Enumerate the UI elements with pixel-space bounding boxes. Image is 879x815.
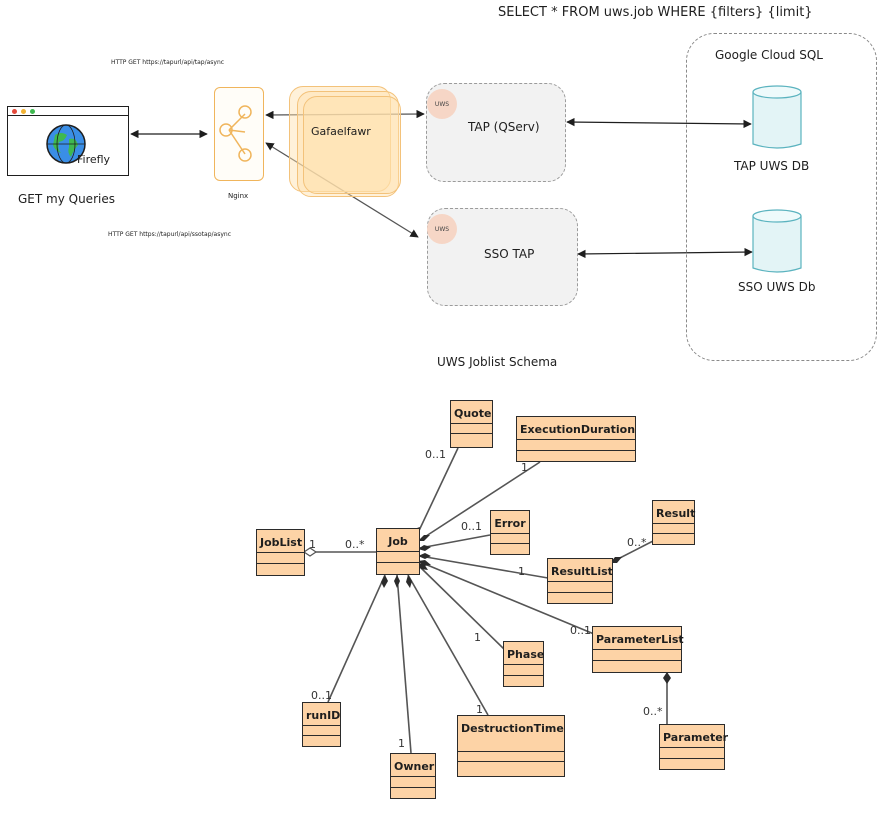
maximize-dot-icon: [30, 108, 35, 114]
class-name: runID: [306, 709, 341, 722]
cloud-group-label: Google Cloud SQL: [715, 48, 823, 62]
sso-tap-uws-badge: UWS: [427, 214, 457, 244]
uml-class-error: Error: [490, 510, 530, 555]
class-name: ResultList: [551, 565, 613, 578]
firefly-label: Firefly: [77, 153, 111, 166]
class-name: ParameterList: [596, 633, 684, 646]
uml-class-destructiontime: DestructionTime: [457, 715, 565, 777]
class-name: Result: [656, 507, 696, 520]
close-dot-icon: [12, 108, 17, 114]
diamond-job-exec: [418, 535, 430, 541]
assoc-job-resultlist: [419, 555, 549, 579]
globe-icon: [46, 124, 86, 164]
uml-class-executionduration: ExecutionDuration: [516, 416, 636, 462]
uml-class-runid: runID: [302, 702, 341, 747]
uml-class-quote: Quote: [450, 400, 493, 448]
assoc-job-quote: [415, 447, 459, 538]
query-text: SELECT * FROM uws.job WHERE {filters} {l…: [498, 5, 813, 20]
mult-parameterlist: 0..1: [570, 624, 591, 637]
nginx-box: [214, 87, 264, 181]
gafaelfawr-label: Gafaelfawr: [311, 125, 371, 138]
assoc-job-error: [419, 534, 491, 549]
share-nodes-icon: [219, 105, 252, 162]
uml-class-joblist: JobList: [256, 529, 305, 576]
minimize-dot-icon: [21, 108, 26, 114]
class-name: JobList: [260, 536, 303, 549]
mult-parameter: 0..*: [643, 705, 663, 718]
uml-class-resultlist: ResultList: [547, 558, 613, 604]
sso-db-label: SSO UWS Db: [738, 280, 816, 294]
mult-owner: 1: [398, 737, 405, 750]
client-caption: GET my Queries: [18, 192, 115, 206]
uml-class-phase: Phase: [503, 641, 544, 687]
diamond-paramlist-param: [663, 672, 671, 684]
tap-label: TAP (QServ): [468, 120, 540, 134]
sso-uws-db-icon: [752, 209, 802, 273]
uml-class-result: Result: [652, 500, 695, 545]
diamond-job-owner: [394, 575, 400, 588]
uml-class-job: Job: [376, 528, 420, 575]
nginx-tap-arrow: [265, 109, 425, 120]
mult-result: 0..*: [627, 536, 647, 549]
nginx-ssotap-arrow: [265, 142, 419, 238]
mult-error: 0..1: [461, 520, 482, 533]
sso-tap-label: SSO TAP: [484, 247, 535, 261]
class-name: DestructionTime: [461, 722, 564, 735]
mult-job: 0..*: [345, 538, 365, 551]
ssotap-db-arrow: [577, 247, 753, 259]
mult-joblist: 1: [309, 538, 316, 551]
browser-titlebar: [8, 107, 128, 116]
class-name: Owner: [394, 760, 435, 773]
class-name: Job: [388, 535, 408, 548]
tap-db-label: TAP UWS DB: [734, 159, 810, 173]
diamond-job-error: [418, 545, 431, 551]
firefly-browser-window: Firefly: [7, 106, 129, 176]
diamond-job-resultlist: [418, 553, 431, 559]
google-cloud-sql-group: [686, 33, 877, 361]
class-name: ExecutionDuration: [520, 423, 636, 436]
uml-class-parameter: Parameter: [659, 724, 729, 770]
assoc-job-runid: [327, 574, 386, 703]
tap-db-arrow: [566, 117, 752, 129]
mult-destructiontime: 1: [476, 703, 483, 716]
uml-class-owner: Owner: [390, 753, 436, 799]
gafaelfawr-layer-1: [303, 96, 401, 194]
assoc-job-destructiontime: [407, 574, 489, 716]
diamond-job-desttime: [406, 575, 412, 588]
assoc-job-phase: [418, 565, 506, 651]
tap-uws-badge: UWS: [427, 89, 457, 119]
diamond-job-paramlist: [418, 560, 431, 566]
diamond-resultlist-result: [610, 557, 622, 563]
assoc-job-executionduration: [419, 461, 541, 541]
mult-phase: 1: [474, 631, 481, 644]
class-name: Quote: [454, 407, 492, 420]
mult-executionduration: 1: [521, 461, 528, 474]
tap-uws-db-icon: [752, 85, 802, 149]
schema-title: UWS Joblist Schema: [437, 355, 558, 369]
nginx-label: Nginx: [228, 192, 249, 200]
class-name: Parameter: [663, 731, 729, 744]
uml-class-parameterlist: ParameterList: [592, 626, 684, 673]
class-name: Phase: [507, 648, 545, 661]
http-tap-label: HTTP GET https://tapurl/api/tap/async: [111, 59, 225, 66]
assoc-job-parameterlist: [419, 561, 595, 635]
mult-resultlist: 1: [518, 565, 525, 578]
assoc-job-owner: [396, 574, 412, 754]
class-name: Error: [494, 517, 526, 530]
diamond-job-runid: [381, 575, 388, 588]
diamond-joblist-job: [302, 547, 318, 557]
http-sso-label: HTTP GET https://tapurl/api/ssotap/async: [108, 231, 231, 238]
mult-runid: 0..1: [311, 689, 332, 702]
mult-quote: 0..1: [425, 448, 446, 461]
